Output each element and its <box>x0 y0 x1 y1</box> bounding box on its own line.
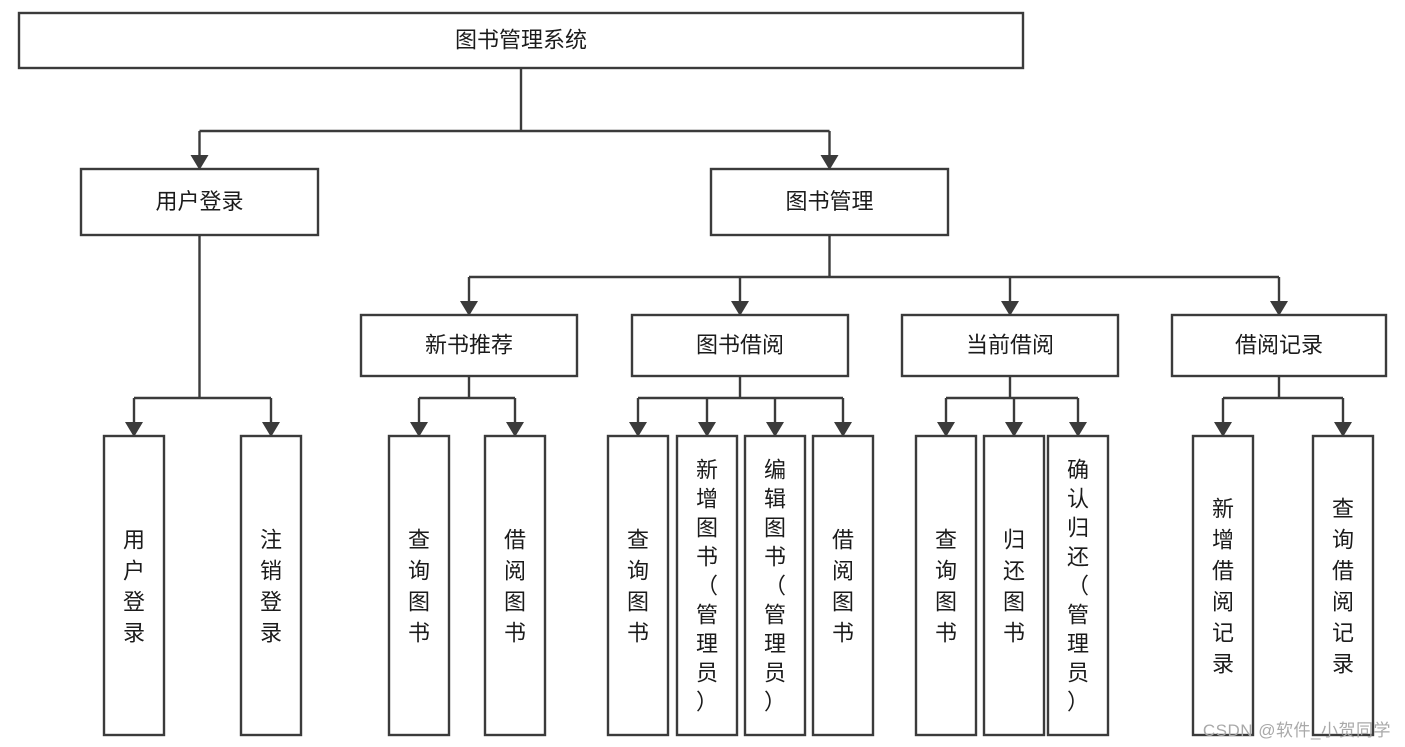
node-leaf_10[interactable]: 归还图书 <box>982 434 1046 737</box>
node-box[interactable] <box>709 167 950 237</box>
node-leaf_11[interactable]: 确认归还（管理员） <box>1046 434 1110 737</box>
node-label: 新增图书（管理员） <box>696 458 718 715</box>
node-l2_d[interactable]: 借阅记录 <box>1170 313 1388 378</box>
node-label: 查询图书 <box>935 528 957 646</box>
node-leaf_3[interactable]: 查询图书 <box>387 434 451 737</box>
node-box[interactable] <box>914 434 978 737</box>
node-leaf_9[interactable]: 查询图书 <box>914 434 978 737</box>
arrow-head-icon <box>262 422 280 437</box>
node-leaf_2[interactable]: 注销登录 <box>239 434 303 737</box>
node-box[interactable] <box>982 434 1046 737</box>
node-l2_b[interactable]: 图书借阅 <box>630 313 850 378</box>
node-label: 图书借阅 <box>696 332 784 357</box>
arrow-head-icon <box>731 301 749 316</box>
connector-layer <box>125 68 1352 437</box>
node-label: 查询图书 <box>627 528 649 646</box>
node-leaf_1[interactable]: 用户登录 <box>102 434 166 737</box>
node-box[interactable] <box>1046 434 1110 737</box>
arrow-head-icon <box>1001 301 1019 316</box>
node-label: 归还图书 <box>1003 528 1025 646</box>
node-leaf_6[interactable]: 新增图书（管理员） <box>675 434 739 737</box>
node-label: 新书推荐 <box>425 332 513 357</box>
node-box[interactable] <box>102 434 166 737</box>
watermark-text: CSDN @软件_小贺同学 <box>1202 721 1391 740</box>
node-box[interactable] <box>1311 434 1375 737</box>
node-label: 图书管理 <box>785 189 873 214</box>
node-box[interactable] <box>606 434 670 737</box>
node-label: 注销登录 <box>260 528 282 646</box>
node-label: 借阅图书 <box>832 528 854 646</box>
node-box[interactable] <box>811 434 875 737</box>
arrow-head-icon <box>698 422 716 437</box>
node-leaf_4[interactable]: 借阅图书 <box>483 434 547 737</box>
node-label: 图书管理系统 <box>455 27 587 52</box>
node-label: 新增借阅记录 <box>1212 497 1234 677</box>
node-l1_a[interactable]: 用户登录 <box>79 167 320 237</box>
arrow-head-icon <box>460 301 478 316</box>
arrow-head-icon <box>410 422 428 437</box>
node-l2_c[interactable]: 当前借阅 <box>900 313 1120 378</box>
node-box[interactable] <box>359 313 579 378</box>
node-leaf_7[interactable]: 编辑图书（管理员） <box>743 434 807 737</box>
node-box[interactable] <box>630 313 850 378</box>
arrow-head-icon <box>834 422 852 437</box>
node-box[interactable] <box>387 434 451 737</box>
node-label: 借阅记录 <box>1235 332 1323 357</box>
node-label: 查询借阅记录 <box>1332 497 1354 677</box>
arrow-head-icon <box>1270 301 1288 316</box>
node-l2_a[interactable]: 新书推荐 <box>359 313 579 378</box>
node-label: 编辑图书（管理员） <box>764 458 786 715</box>
node-root[interactable]: 图书管理系统 <box>17 11 1025 70</box>
node-box[interactable] <box>17 11 1025 70</box>
arrow-head-icon <box>506 422 524 437</box>
node-box[interactable] <box>743 434 807 737</box>
node-leaf_13[interactable]: 查询借阅记录 <box>1311 434 1375 737</box>
arrow-head-icon <box>629 422 647 437</box>
node-box[interactable] <box>483 434 547 737</box>
node-box[interactable] <box>1191 434 1255 737</box>
arrow-head-icon <box>125 422 143 437</box>
node-label: 借阅图书 <box>504 528 526 646</box>
arrow-head-icon <box>937 422 955 437</box>
node-label: 用户登录 <box>155 189 243 214</box>
node-layer: 图书管理系统用户登录图书管理新书推荐图书借阅当前借阅借阅记录用户登录注销登录查询… <box>17 11 1388 737</box>
node-box[interactable] <box>239 434 303 737</box>
arrow-head-icon <box>190 155 209 170</box>
node-box[interactable] <box>900 313 1120 378</box>
node-l1_b[interactable]: 图书管理 <box>709 167 950 237</box>
node-leaf_12[interactable]: 新增借阅记录 <box>1191 434 1255 737</box>
node-label: 用户登录 <box>123 528 145 646</box>
arrow-head-icon <box>820 155 839 170</box>
arrow-head-icon <box>1069 422 1087 437</box>
node-box[interactable] <box>675 434 739 737</box>
node-label: 当前借阅 <box>966 332 1054 357</box>
arrow-head-icon <box>1214 422 1232 437</box>
node-box[interactable] <box>79 167 320 237</box>
node-leaf_5[interactable]: 查询图书 <box>606 434 670 737</box>
node-leaf_8[interactable]: 借阅图书 <box>811 434 875 737</box>
arrow-head-icon <box>766 422 784 437</box>
node-label: 查询图书 <box>408 528 430 646</box>
arrow-head-icon <box>1334 422 1352 437</box>
node-label: 确认归还（管理员） <box>1067 458 1089 715</box>
node-box[interactable] <box>1170 313 1388 378</box>
arrow-head-icon <box>1005 422 1023 437</box>
